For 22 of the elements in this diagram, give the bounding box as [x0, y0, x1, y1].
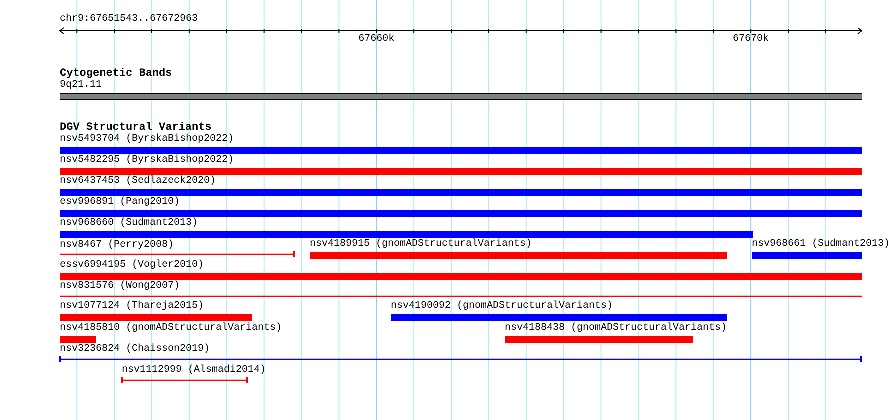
- variant-label: nsv1112999 (Alsmadi2014): [122, 365, 266, 377]
- variant-label: essv6994195 (Vogler2010): [60, 260, 204, 272]
- variant-label: nsv4189915 (gnomADStructuralVariants): [310, 239, 532, 251]
- variant-label: nsv1077124 (Thareja2015): [60, 301, 204, 313]
- variant-label: nsv4188438 (gnomADStructuralVariants): [505, 323, 728, 335]
- variant-label: nsv8467 (Perry2008): [60, 240, 174, 252]
- variant-label: nsv6437453 (Sedlazeck2020): [60, 176, 216, 188]
- tick-label: 67670k: [733, 34, 770, 46]
- variant-label: nsv5482295 (ByrskaBishop2022): [60, 155, 234, 167]
- tick-label: 67660k: [358, 34, 395, 46]
- variant-label: nsv5493704 (ByrskaBishop2022): [60, 134, 234, 146]
- track-heading: DGV Structural Variants: [60, 122, 212, 134]
- variant-label: nsv831576 (Wong2007): [60, 281, 180, 293]
- variant-label: nsv4185810 (gnomADStructuralVariants): [60, 323, 282, 335]
- band-label: 9q21.11: [60, 80, 102, 92]
- variant-label: nsv3236824 (Chaisson2019): [60, 344, 210, 356]
- track-heading: Cytogenetic Bands: [60, 68, 172, 80]
- variant-label: nsv4190092 (gnomADStructuralVariants): [391, 301, 614, 313]
- variant-label: esv996891 (Pang2010): [60, 197, 180, 209]
- variant-label: nsv968660 (Sudmant2013): [60, 218, 198, 230]
- coordinate-label: chr9:67651543..67672963: [60, 14, 198, 26]
- variant-label: nsv968661 (Sudmant2013): [752, 239, 890, 251]
